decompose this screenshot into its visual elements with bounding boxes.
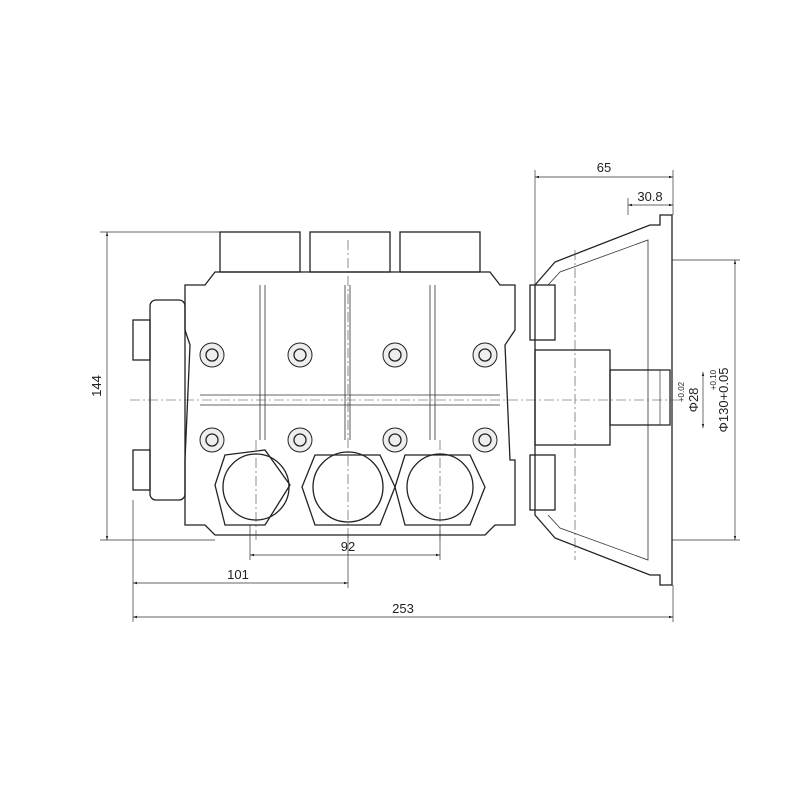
dim-shaft-diameter: Φ28 bbox=[686, 388, 701, 413]
dim-65: 65 bbox=[597, 160, 611, 175]
dim-flange-diameter: Φ130+0.05 bbox=[716, 368, 731, 433]
valve-ports bbox=[214, 449, 486, 526]
pump-body bbox=[130, 214, 680, 586]
dim-flange-tolerance: +0.10 bbox=[709, 369, 718, 390]
dim-144: 144 bbox=[89, 375, 104, 397]
dim-30-8: 30.8 bbox=[637, 189, 662, 204]
dim-101: 101 bbox=[227, 567, 249, 582]
dim-shaft-tolerance: +0.02 bbox=[677, 381, 686, 402]
dim-92: 92 bbox=[341, 539, 355, 554]
bolt-holes bbox=[199, 342, 498, 453]
dim-253: 253 bbox=[392, 601, 414, 616]
dimension-lines bbox=[100, 170, 740, 622]
